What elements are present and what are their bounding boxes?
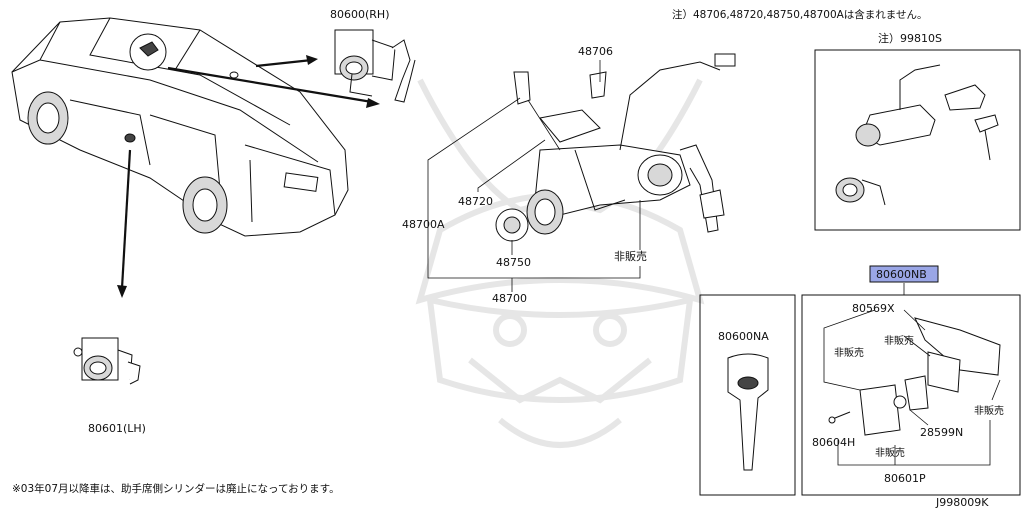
label-not-sold-ignition: 非販売 bbox=[614, 250, 647, 263]
label-not-sold-d: 非販売 bbox=[875, 446, 905, 459]
label-48750: 48750 bbox=[496, 256, 531, 269]
key-box-80600NA bbox=[699, 294, 796, 496]
label-80604H: 80604H bbox=[812, 436, 855, 449]
diagram-code: J998009K bbox=[935, 496, 989, 509]
label-80569X: 80569X bbox=[852, 302, 895, 315]
note-top-right: 注）48706,48720,48750,48700Aは含まれません。 bbox=[672, 8, 928, 21]
label-not-sold-c: 非販売 bbox=[974, 404, 1004, 417]
ignition-leader-lines bbox=[427, 60, 641, 292]
label-80601P: 80601P bbox=[884, 472, 926, 485]
label-not-sold-a: 非販売 bbox=[834, 346, 864, 359]
label-48700A: 48700A bbox=[402, 218, 445, 231]
vehicle-illustration bbox=[11, 17, 349, 237]
label-48700: 48700 bbox=[492, 292, 527, 305]
label-not-sold-b: 非販売 bbox=[884, 334, 914, 347]
label-28599N: 28599N bbox=[920, 426, 963, 439]
label-80600NB: 80600NB bbox=[876, 268, 927, 281]
note-bottom-left: ※03年07月以降車は、助手席側シリンダーは廃止になっております。 bbox=[12, 482, 340, 495]
label-rh-cylinder: 80600(RH) bbox=[330, 8, 390, 21]
rh-door-cylinder bbox=[334, 29, 416, 103]
lh-door-cylinder bbox=[73, 337, 141, 385]
label-lh-cylinder: 80601(LH) bbox=[88, 422, 146, 435]
kit-leader-lines bbox=[823, 283, 1001, 466]
ignition-assembly bbox=[495, 53, 736, 242]
highlight-80600NB bbox=[869, 265, 939, 283]
label-48706: 48706 bbox=[578, 45, 613, 58]
label-48720: 48720 bbox=[458, 195, 493, 208]
kit-box-80600NB bbox=[801, 294, 1021, 496]
callout-arrows bbox=[117, 55, 380, 298]
label-80600NA: 80600NA bbox=[718, 330, 769, 343]
kit-box-99810S bbox=[814, 49, 1021, 231]
label-99810S: 注）99810S bbox=[878, 31, 942, 45]
